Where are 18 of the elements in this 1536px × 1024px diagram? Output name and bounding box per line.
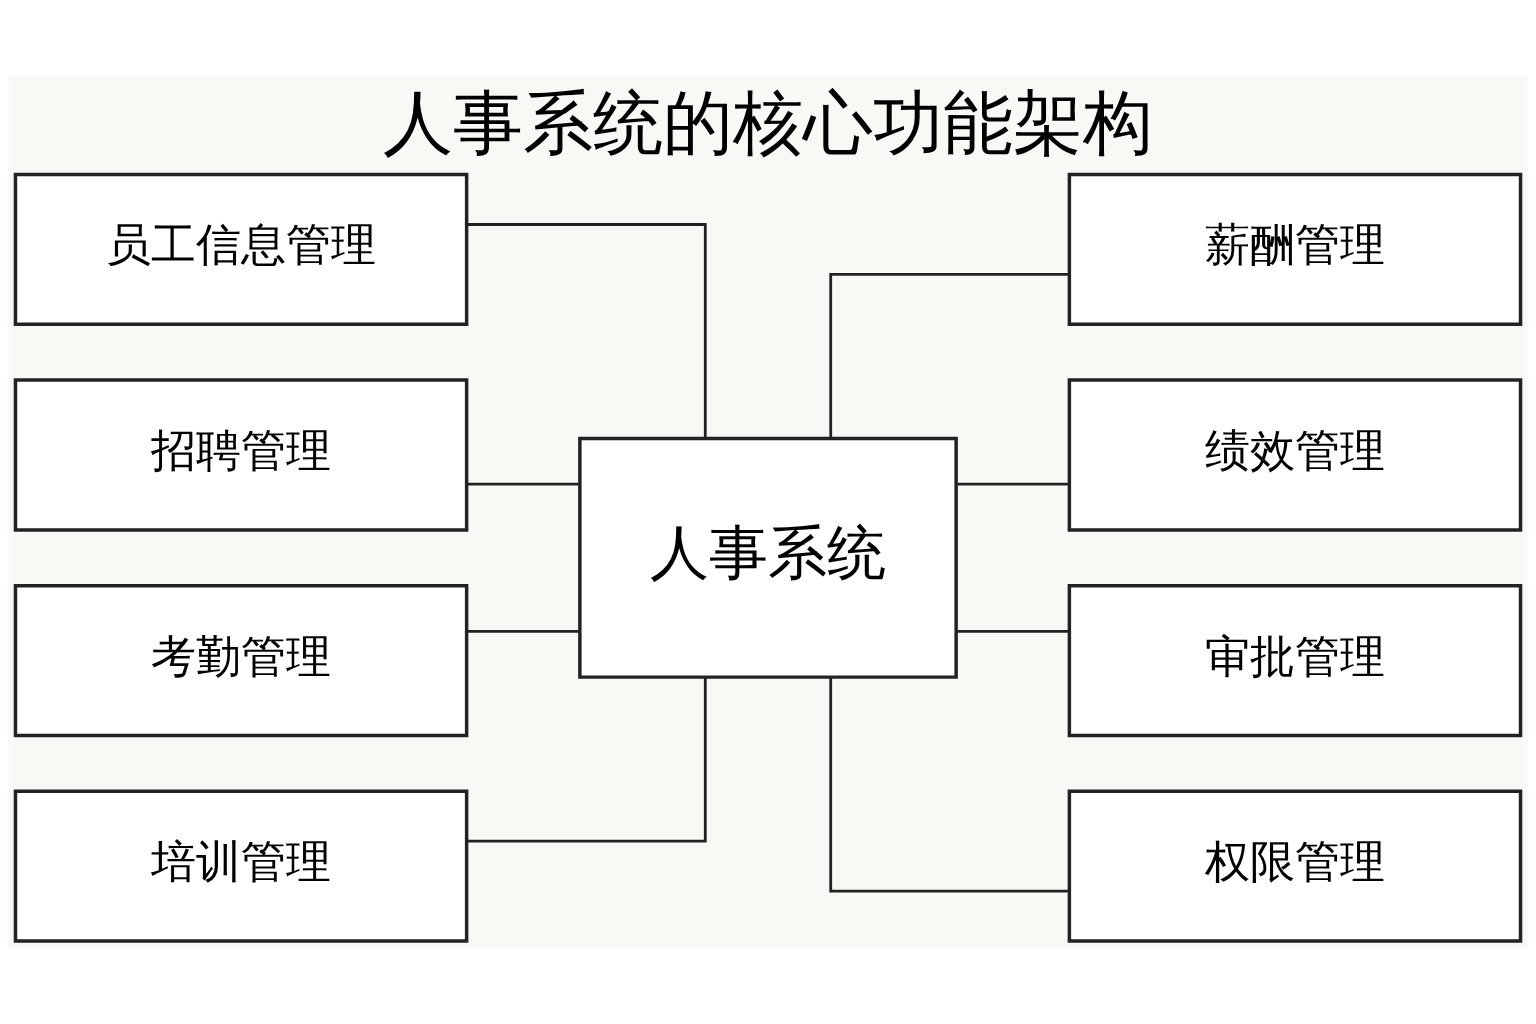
connector [466, 482, 580, 486]
node-box: 培训管理 [13, 789, 469, 943]
diagram-title: 人事系统的核心功能架构 [383, 81, 1153, 163]
node-box: 人事系统 [578, 436, 958, 679]
node-box: 招聘管理 [13, 377, 469, 532]
connector [466, 629, 580, 633]
connector [467, 676, 707, 843]
node-box: 审批管理 [1067, 583, 1523, 737]
node-box: 绩效管理 [1067, 377, 1523, 532]
node-box: 权限管理 [1067, 789, 1523, 943]
connector [829, 676, 1069, 892]
node-box: 薪酬管理 [1067, 172, 1523, 326]
node-box: 员工信息管理 [13, 172, 469, 326]
connector [956, 629, 1070, 633]
connector [829, 272, 1069, 438]
connector [467, 222, 707, 438]
connector [956, 482, 1070, 486]
node-box: 考勤管理 [13, 583, 469, 737]
